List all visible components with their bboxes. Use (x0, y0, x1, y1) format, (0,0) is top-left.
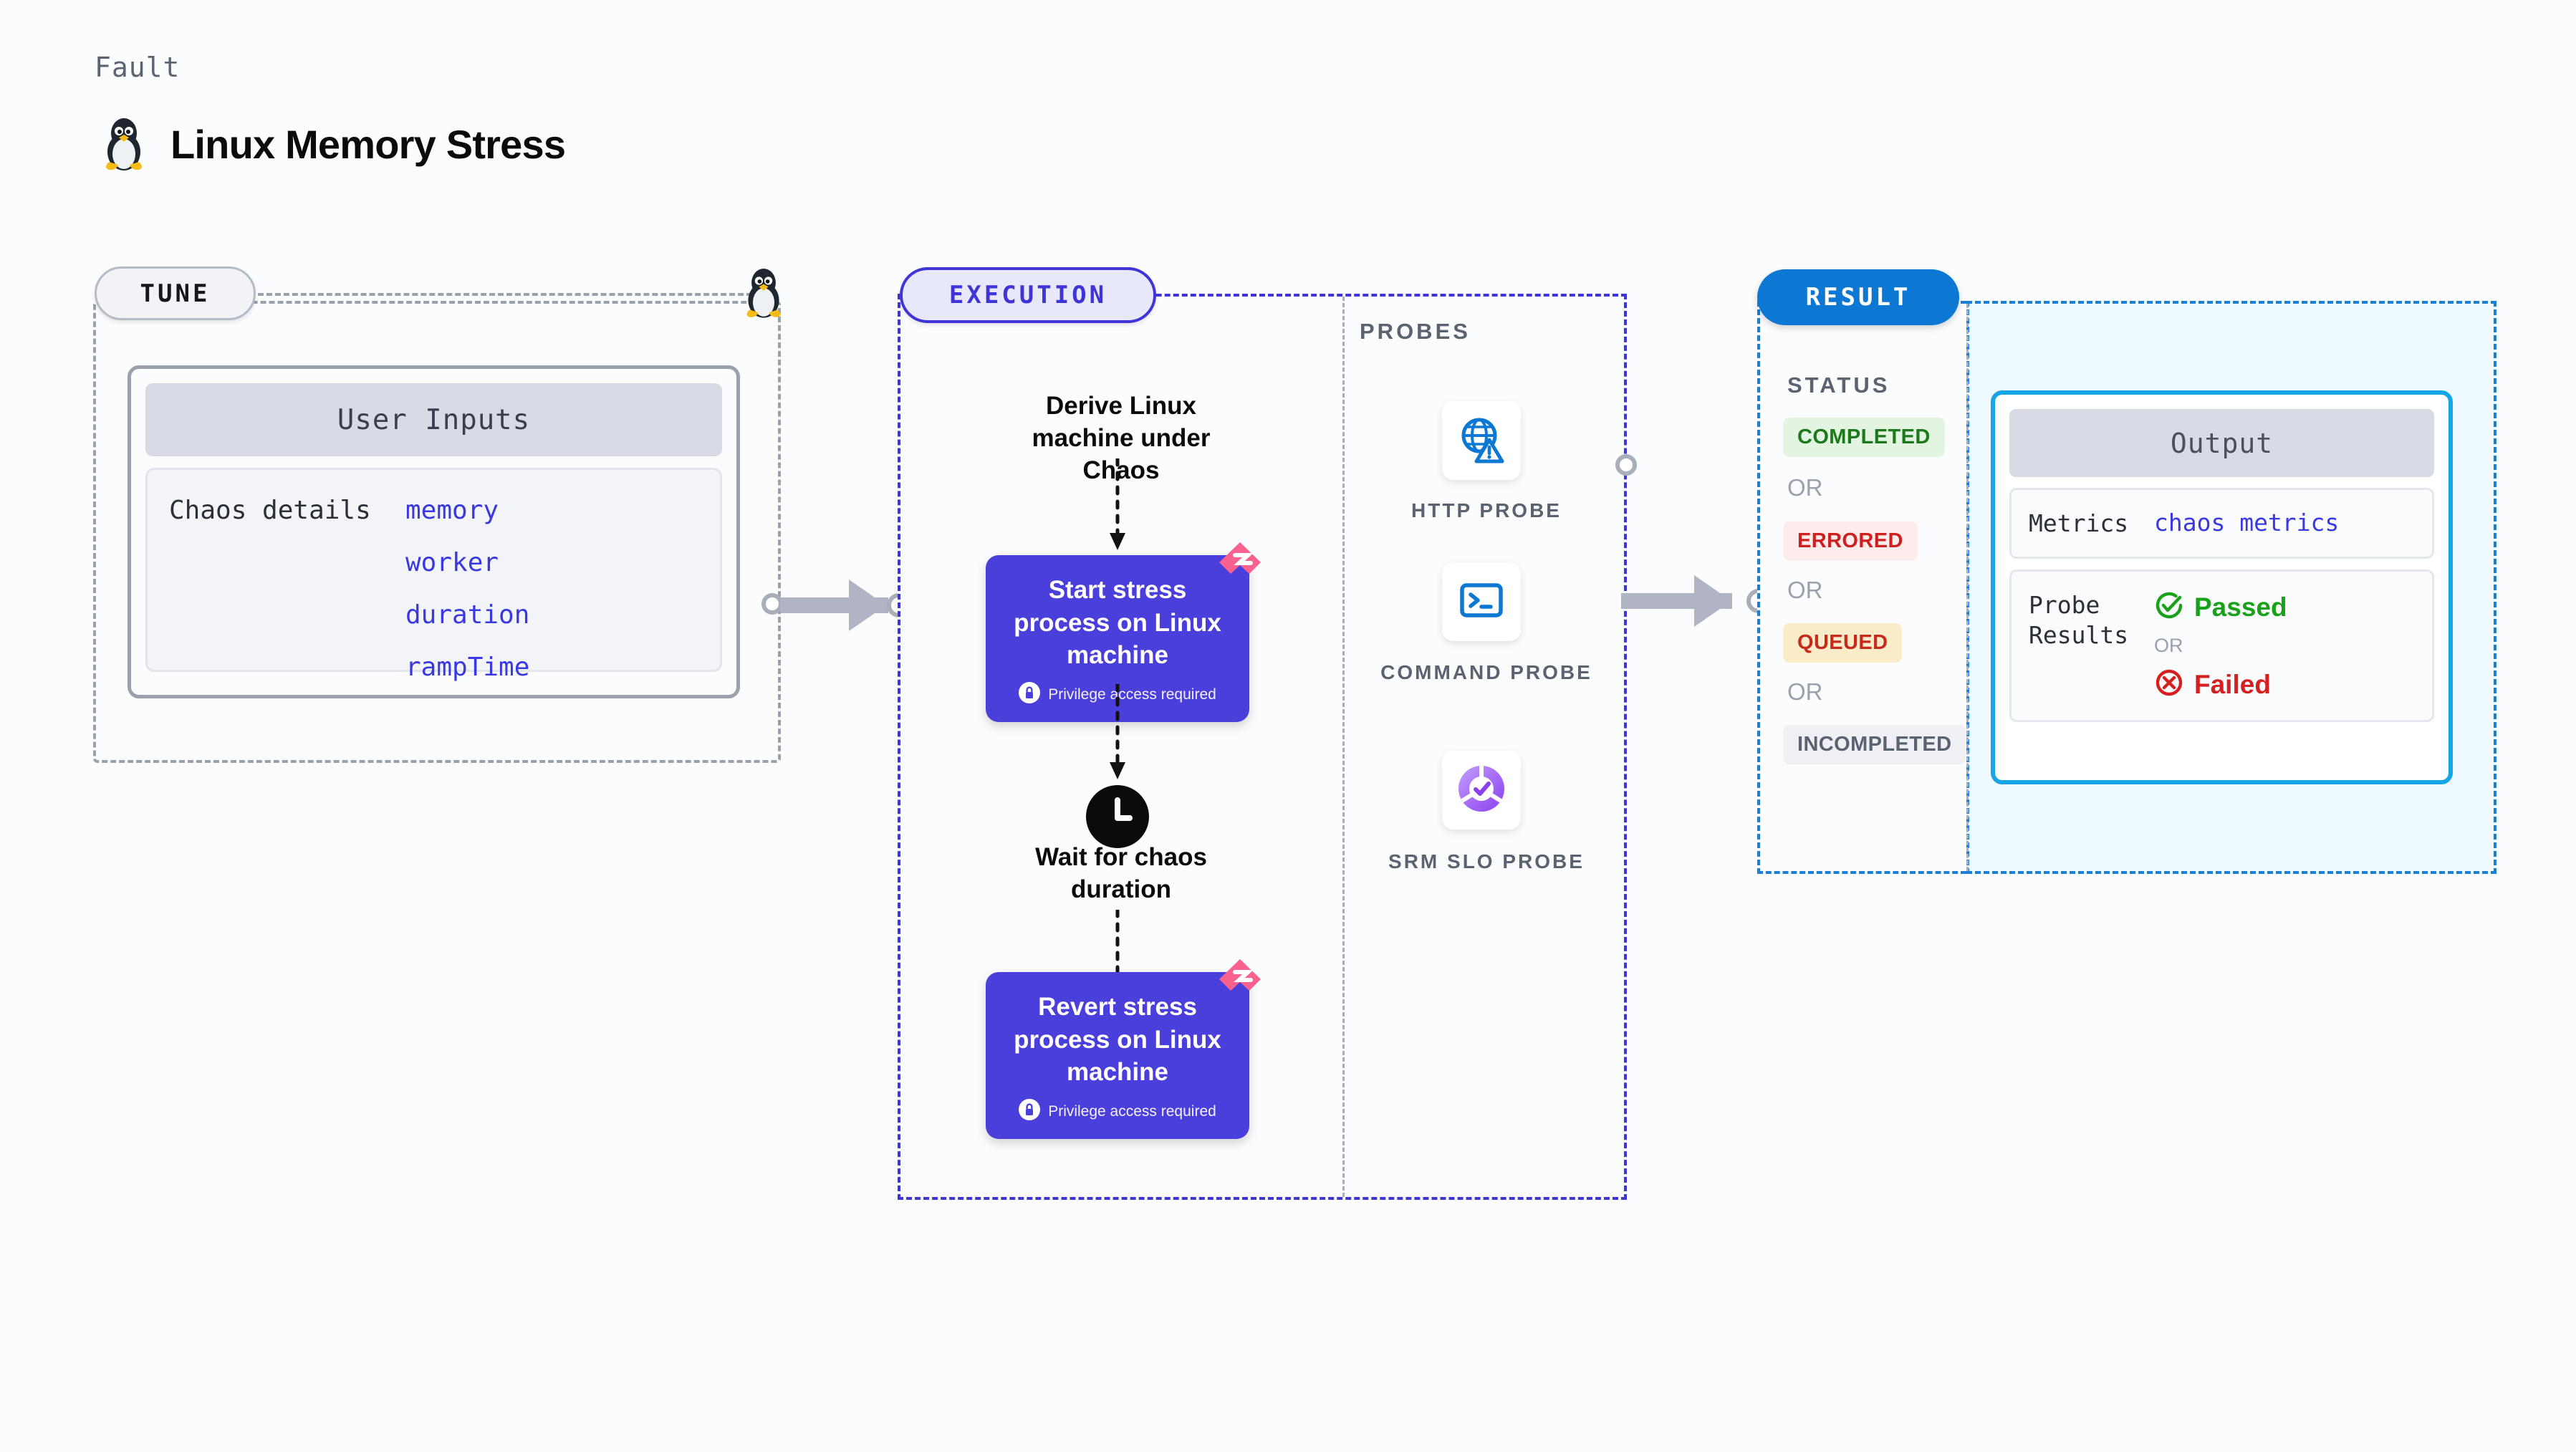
param-ramptime: rampTime (405, 653, 530, 682)
privilege-note-2-text: Privilege access required (1048, 1102, 1216, 1120)
chaos-badge-icon (1218, 541, 1262, 586)
probe-result-passed-label: Passed (2194, 592, 2287, 622)
probe-caption-command: COMMAND PROBE (1380, 661, 1592, 683)
result-pill-label: RESULT (1757, 269, 1959, 325)
privilege-note-1-text: Privilege access required (1048, 686, 1216, 703)
terminal-icon (1458, 580, 1504, 624)
connector-tune-execution-arrow (849, 580, 886, 631)
output-metrics-value[interactable]: chaos metrics (2154, 509, 2340, 537)
probe-result-failed-label: Failed (2194, 669, 2271, 699)
x-circle-icon (2154, 668, 2184, 701)
probe-result-failed: Failed (2154, 668, 2287, 701)
probe-result-passed: Passed (2154, 590, 2287, 624)
output-metrics-key: Metrics (2029, 509, 2129, 537)
status-or-2: OR (1787, 577, 1823, 603)
execution-step-wait-label: Wait for chaos duration (1035, 843, 1207, 903)
user-inputs-card: User Inputs Chaos details memory worker … (128, 365, 740, 698)
probe-caption-http: HTTP PROBE (1411, 499, 1562, 521)
flow-arrow-1 (1110, 458, 1125, 550)
privilege-note-1: Privilege access required (1003, 681, 1232, 708)
output-row-metrics: Metrics chaos metrics (2009, 488, 2434, 559)
status-badge-completed: COMPLETED (1783, 418, 1945, 457)
tune-output-dot (761, 593, 783, 615)
probe-tile-srm-slo[interactable] (1442, 751, 1521, 830)
status-badge-errored: ERRORED (1783, 521, 1918, 561)
result-divider (1966, 304, 1969, 871)
chaos-params-list: memory worker duration rampTime (405, 496, 530, 682)
output-card: Output Metrics chaos metrics Probe Resul… (1991, 390, 2453, 784)
check-circle-icon (2154, 590, 2184, 624)
status-or-3: OR (1787, 678, 1823, 705)
execution-step-start-stress-card[interactable]: Start stress process on Linux machine Pr… (986, 542, 1261, 722)
slo-donut-check-icon (1455, 762, 1508, 819)
probe-results-values: Passed OR Failed (2154, 590, 2287, 701)
output-row-probe-results: Probe Results Passed OR (2009, 569, 2434, 723)
execution-step-derive-label: Derive Linux machine under Chaos (1032, 392, 1211, 484)
connector-execution-result-arrow (1694, 575, 1731, 627)
tune-pill-label: TUNE (95, 266, 256, 320)
result-status-panel (1757, 301, 1966, 874)
tux-penguin-icon (100, 115, 148, 174)
param-duration: duration (405, 600, 530, 630)
user-inputs-header: User Inputs (145, 383, 722, 456)
probe-tile-http[interactable] (1442, 401, 1521, 480)
probe-tile-command[interactable] (1442, 562, 1521, 641)
execution-step-revert-stress-card[interactable]: Revert stress process on Linux machine P… (986, 959, 1261, 1139)
privilege-note-2: Privilege access required (1003, 1098, 1232, 1125)
chaos-details-box: Chaos details memory worker duration ram… (145, 468, 722, 682)
status-badge-queued: QUEUED (1783, 623, 1903, 663)
chaos-badge-icon (1218, 958, 1262, 1003)
execution-step-revert-stress-label: Revert stress process on Linux machine (1014, 993, 1221, 1086)
probe-result-or: OR (2154, 635, 2183, 657)
fault-kicker-label: Fault (95, 52, 181, 83)
lock-icon (1019, 681, 1041, 708)
param-memory: memory (405, 496, 499, 525)
flow-arrow-2 (1110, 684, 1125, 779)
page-title: Linux Memory Stress (170, 122, 566, 167)
page-title-row: Linux Memory Stress (100, 115, 566, 174)
status-badge-incompleted: INCOMPLETED (1783, 725, 1966, 764)
status-or-1: OR (1787, 474, 1823, 501)
tune-corner-tux-penguin-icon (741, 265, 786, 322)
output-card-header: Output (2009, 409, 2434, 477)
probes-section-label: PROBES (1360, 319, 1471, 344)
output-probe-results-key: Probe Results (2029, 591, 2129, 649)
lock-icon (1019, 1098, 1041, 1125)
chaos-details-label: Chaos details (169, 496, 371, 525)
globe-warning-icon (1456, 414, 1506, 468)
execution-pill-label: EXECUTION (900, 267, 1156, 323)
clock-icon (1085, 784, 1150, 852)
probe-caption-srm-slo: SRM SLO PROBE (1388, 850, 1585, 872)
probes-divider (1342, 297, 1345, 1197)
probes-output-dot (1615, 454, 1637, 476)
execution-step-start-stress-label: Start stress process on Linux machine (1014, 576, 1221, 669)
tune-connector-dash (258, 293, 752, 296)
status-section-label: STATUS (1787, 372, 1890, 398)
param-worker: worker (405, 548, 499, 577)
